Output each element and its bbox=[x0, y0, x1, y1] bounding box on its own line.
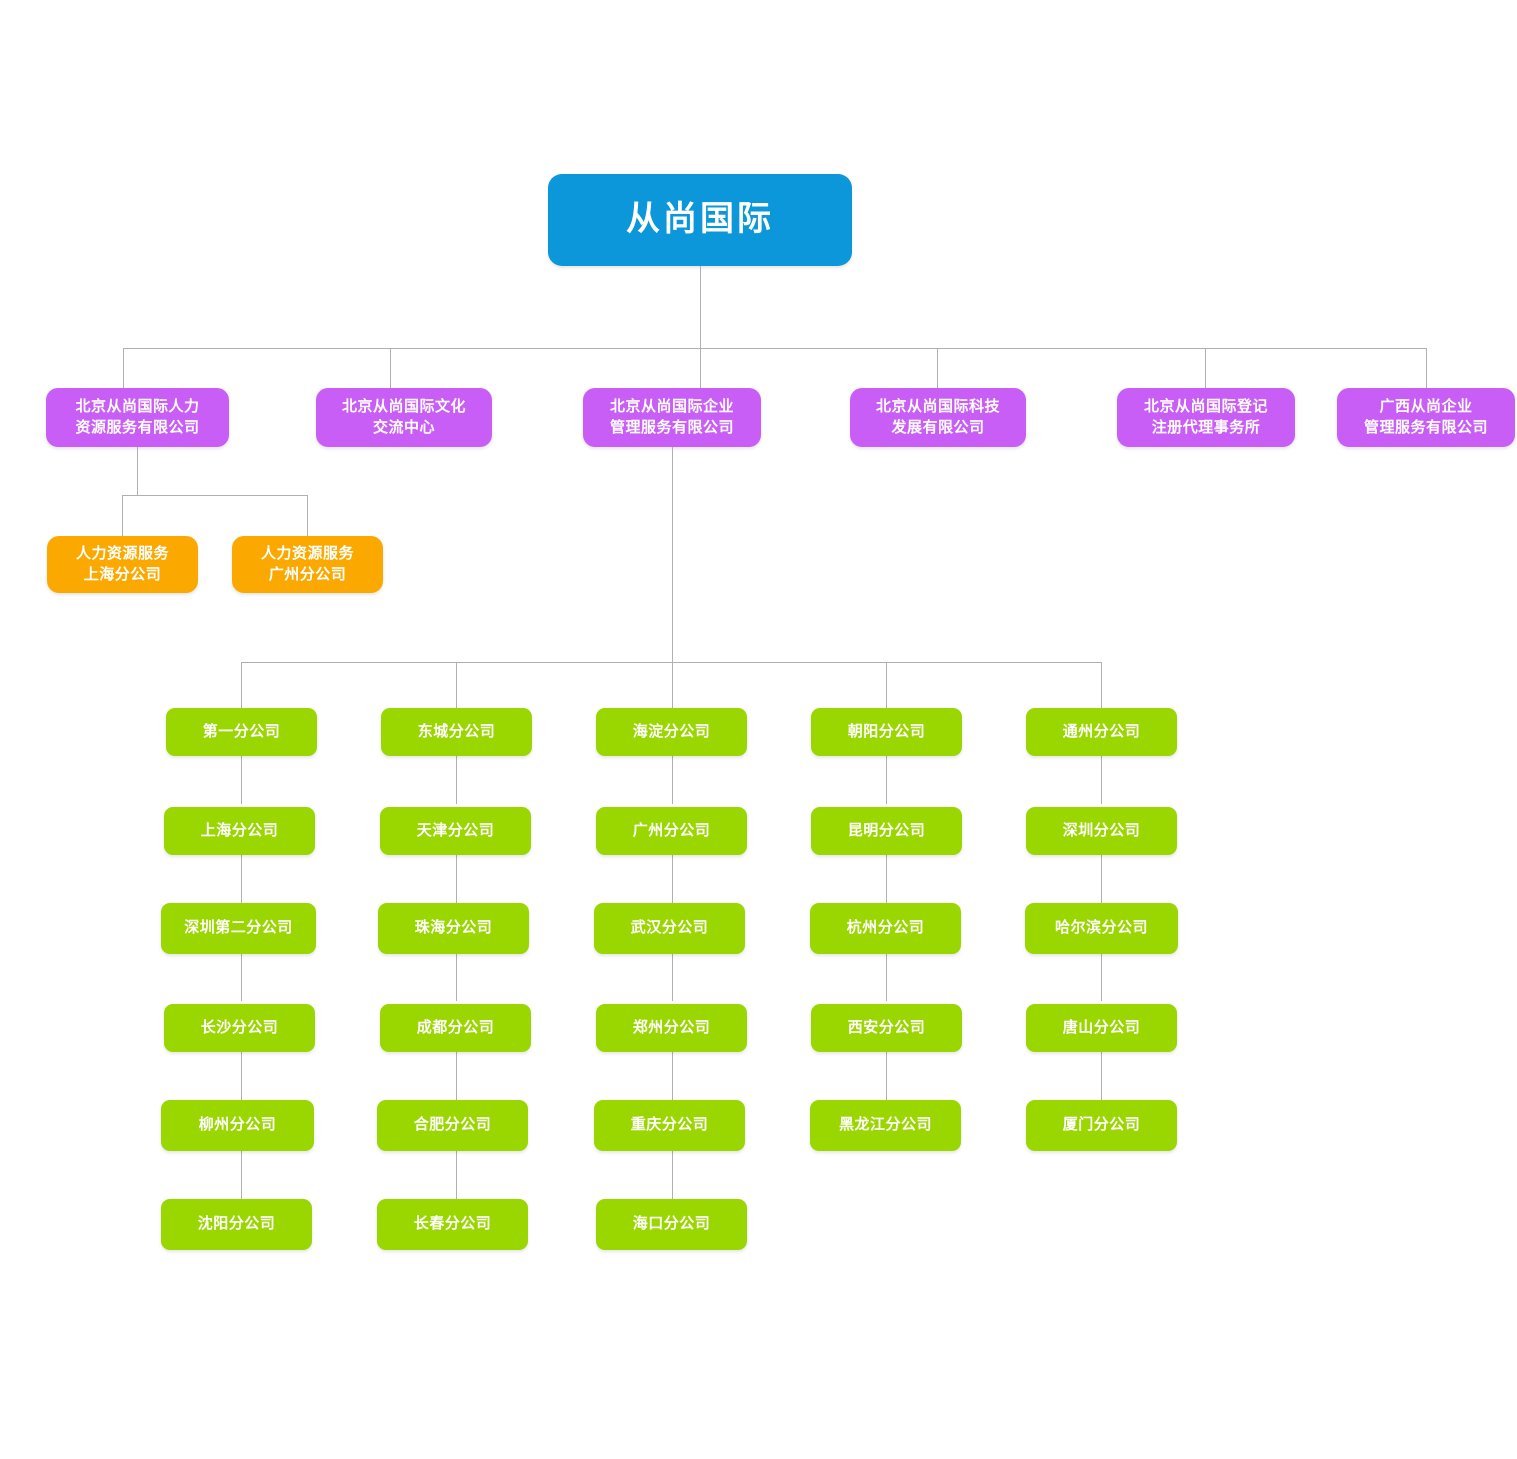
connector-col5-row1-row2 bbox=[1101, 756, 1102, 804]
branch-node-c3-r3[interactable]: 武汉分公司 bbox=[594, 903, 745, 954]
branch-node-c1-r5[interactable]: 柳州分公司 bbox=[161, 1100, 314, 1151]
branch-node-c1-r6[interactable]: 沈阳分公司 bbox=[161, 1199, 312, 1250]
connector-col1-row5-row6 bbox=[241, 1151, 242, 1199]
connector-hr-stem bbox=[137, 447, 138, 495]
branch-node-c3-r5[interactable]: 重庆分公司 bbox=[594, 1100, 745, 1151]
branch-node-c2-r2[interactable]: 天津分公司 bbox=[380, 807, 531, 855]
connector-col2-row3-row4 bbox=[456, 954, 457, 1001]
connector-col2-row1-row2 bbox=[456, 756, 457, 804]
branch-node-c1-r1[interactable]: 第一分公司 bbox=[166, 708, 317, 756]
connector-branch-col-drop-5 bbox=[1101, 662, 1102, 708]
connector-col1-row3-row4 bbox=[241, 954, 242, 1001]
division-node-4[interactable]: 北京从尚国际科技 发展有限公司 bbox=[850, 388, 1026, 447]
connector-col3-row4-row5 bbox=[672, 1052, 673, 1100]
branch-node-c3-r6[interactable]: 海口分公司 bbox=[596, 1199, 747, 1250]
branch-node-c3-r1[interactable]: 海淀分公司 bbox=[596, 708, 747, 756]
connector-col2-row2-row3 bbox=[456, 855, 457, 903]
connector-col2-row5-row6 bbox=[456, 1151, 457, 1199]
connector-branch-col-drop-3 bbox=[672, 662, 673, 708]
hr-subsidiary-node-2[interactable]: 人力资源服务 广州分公司 bbox=[232, 536, 383, 593]
branch-node-c4-r5[interactable]: 黑龙江分公司 bbox=[810, 1100, 961, 1151]
connector-col2-row4-row5 bbox=[456, 1052, 457, 1100]
connector-col4-row1-row2 bbox=[886, 756, 887, 804]
connector-col5-row4-row5 bbox=[1101, 1052, 1102, 1100]
branch-node-c5-r4[interactable]: 唐山分公司 bbox=[1026, 1004, 1177, 1052]
connector-division-drop-3 bbox=[700, 348, 701, 388]
division-node-2[interactable]: 北京从尚国际文化 交流中心 bbox=[316, 388, 492, 447]
branch-node-c2-r1[interactable]: 东城分公司 bbox=[381, 708, 532, 756]
branch-node-c4-r2[interactable]: 昆明分公司 bbox=[811, 807, 962, 855]
connector-branch-col-drop-4 bbox=[886, 662, 887, 708]
connector-col1-row1-row2 bbox=[241, 756, 242, 804]
connector-col5-row3-row4 bbox=[1101, 954, 1102, 1001]
connector-col1-row2-row3 bbox=[241, 855, 242, 903]
connector-division-drop-1 bbox=[123, 348, 124, 388]
branch-node-c4-r1[interactable]: 朝阳分公司 bbox=[811, 708, 962, 756]
connector-branch-col-drop-1 bbox=[241, 662, 242, 708]
connector-col3-row5-row6 bbox=[672, 1151, 673, 1199]
connector-col4-row2-row3 bbox=[886, 855, 887, 903]
branch-node-c5-r1[interactable]: 通州分公司 bbox=[1026, 708, 1177, 756]
connector-hr-drop-1 bbox=[122, 495, 123, 536]
connector-col3-row3-row4 bbox=[672, 954, 673, 1001]
connector-division-drop-4 bbox=[937, 348, 938, 388]
division-node-5[interactable]: 北京从尚国际登记 注册代理事务所 bbox=[1117, 388, 1295, 447]
connector-branch-col-drop-2 bbox=[456, 662, 457, 708]
connector-hr-bus bbox=[122, 495, 308, 496]
connector-col1-row4-row5 bbox=[241, 1052, 242, 1100]
branch-node-c1-r2[interactable]: 上海分公司 bbox=[164, 807, 315, 855]
connector-col4-row4-row5 bbox=[886, 1052, 887, 1100]
branch-node-c5-r2[interactable]: 深圳分公司 bbox=[1026, 807, 1177, 855]
connector-col5-row2-row3 bbox=[1101, 855, 1102, 903]
root-node[interactable]: 从尚国际 bbox=[548, 174, 852, 266]
branch-node-c5-r3[interactable]: 哈尔滨分公司 bbox=[1025, 903, 1178, 954]
division-node-6[interactable]: 广西从尚企业 管理服务有限公司 bbox=[1337, 388, 1515, 447]
connector-root-stem bbox=[700, 266, 701, 348]
branch-node-c1-r4[interactable]: 长沙分公司 bbox=[164, 1004, 315, 1052]
connector-division-drop-5 bbox=[1205, 348, 1206, 388]
branch-node-c5-r5[interactable]: 厦门分公司 bbox=[1026, 1100, 1177, 1151]
branch-node-c2-r5[interactable]: 合肥分公司 bbox=[377, 1100, 528, 1151]
connector-col3-row1-row2 bbox=[672, 756, 673, 804]
branch-node-c4-r3[interactable]: 杭州分公司 bbox=[810, 903, 961, 954]
connector-branch-stem bbox=[672, 447, 673, 662]
connector-hr-drop-2 bbox=[307, 495, 308, 536]
connector-division-drop-2 bbox=[390, 348, 391, 388]
branch-node-c1-r3[interactable]: 深圳第二分公司 bbox=[161, 903, 316, 954]
connector-division-drop-6 bbox=[1426, 348, 1427, 388]
branch-node-c2-r6[interactable]: 长春分公司 bbox=[377, 1199, 528, 1250]
branch-node-c2-r4[interactable]: 成都分公司 bbox=[380, 1004, 531, 1052]
connector-col4-row3-row4 bbox=[886, 954, 887, 1001]
connector-branch-bus bbox=[241, 662, 1102, 663]
branch-node-c2-r3[interactable]: 珠海分公司 bbox=[378, 903, 529, 954]
division-node-3[interactable]: 北京从尚国际企业 管理服务有限公司 bbox=[583, 388, 761, 447]
connector-division-bus bbox=[123, 348, 1426, 349]
branch-node-c3-r2[interactable]: 广州分公司 bbox=[596, 807, 747, 855]
connector-col3-row2-row3 bbox=[672, 855, 673, 903]
branch-node-c3-r4[interactable]: 郑州分公司 bbox=[596, 1004, 747, 1052]
division-node-1[interactable]: 北京从尚国际人力 资源服务有限公司 bbox=[46, 388, 229, 447]
branch-node-c4-r4[interactable]: 西安分公司 bbox=[811, 1004, 962, 1052]
hr-subsidiary-node-1[interactable]: 人力资源服务 上海分公司 bbox=[47, 536, 198, 593]
